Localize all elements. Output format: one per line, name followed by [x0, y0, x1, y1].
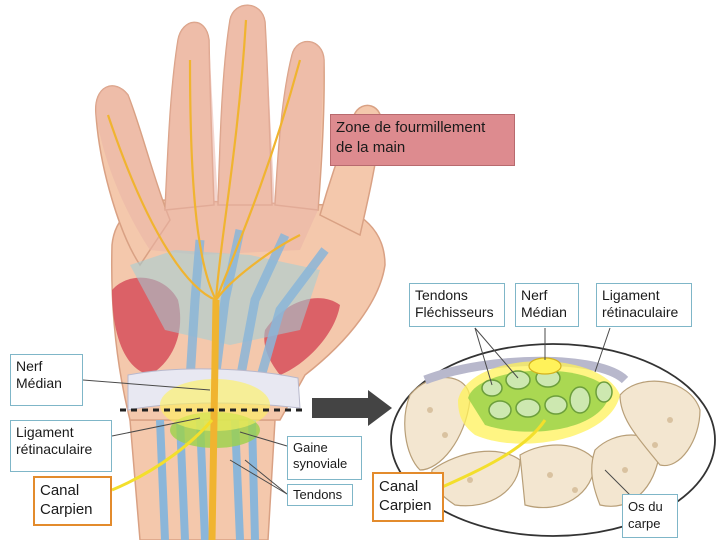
hand-illustration: [95, 4, 386, 541]
label-tendons-flechisseurs: Tendons Fléchisseurs: [409, 283, 505, 327]
label-ligament-retinaculaire-right: Ligament rétinaculaire: [596, 283, 692, 327]
label-gaine-synoviale: Gaine synoviale: [287, 436, 362, 480]
label-zone-fourmillement: Zone de fourmillement de la main: [330, 114, 515, 166]
label-tendons: Tendons: [287, 484, 353, 506]
label-ligament-retinaculaire-left: Ligament rétinaculaire: [10, 420, 112, 472]
label-nerf-median-left: Nerf Médian: [10, 354, 83, 406]
label-os-du-carpe: Os du carpe: [622, 494, 678, 538]
canal-leaders: [111, 419, 547, 492]
section-arrow: [312, 390, 392, 426]
cross-section: [390, 343, 716, 537]
label-canal-carpien-right: Canal Carpien: [372, 472, 444, 522]
leader-lines: [82, 327, 631, 496]
label-canal-carpien-left: Canal Carpien: [33, 476, 112, 526]
label-nerf-median-right: Nerf Médian: [515, 283, 579, 327]
